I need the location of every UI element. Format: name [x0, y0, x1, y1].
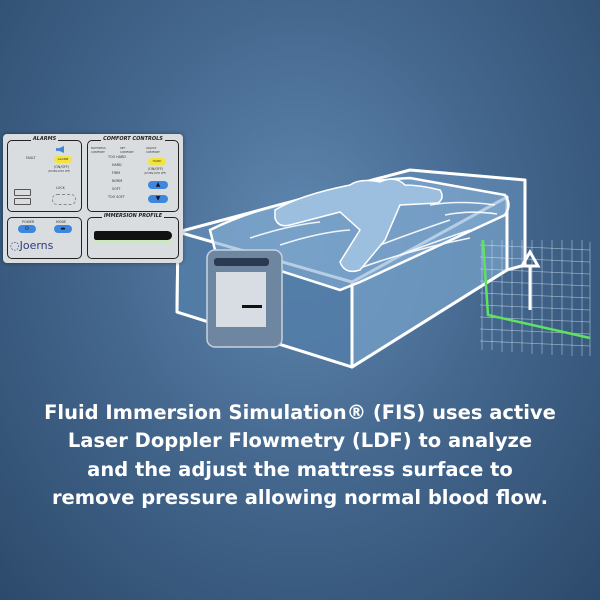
control-panel: ALARMS FAULT ALARM (ON/OFF) (30 MIN AUTO…: [3, 134, 183, 263]
level-soft: SOFT: [112, 187, 121, 191]
comfort-controls-section: COMFORT CONTROLS MATTRESS COMFORT SET CO…: [87, 136, 179, 212]
arrow-up-icon: [519, 248, 541, 310]
caption-line-2: Laser Doppler Flowmetry (LDF) to analyze: [67, 429, 533, 453]
power-button[interactable]: ⏻: [18, 225, 36, 233]
alarm-button[interactable]: ALARM: [54, 156, 72, 163]
lock-label: LOCK: [56, 186, 65, 190]
immersion-profile-section: IMMERSION PROFILE: [87, 213, 179, 259]
profile-surface: [94, 240, 172, 244]
power-label: POWER: [22, 220, 35, 224]
hard-onoff-label: (ON/OFF): [148, 167, 164, 171]
alarms-title: ALARMS: [30, 136, 59, 142]
set-comfort-label: SET COMFORT: [120, 146, 134, 154]
power-mode-section: POWER MODE ⏻ ▬ ◌Joerns: [7, 217, 82, 259]
brand-logo: Joerns: [19, 239, 54, 252]
hard-button[interactable]: HARD: [148, 158, 166, 165]
comfort-up-button[interactable]: ▲: [148, 181, 168, 189]
mattress-comfort-label: MATTRESS COMFORT: [91, 146, 106, 154]
alarm-onoff-label: (ON/OFF): [54, 165, 70, 169]
speaker-icon: [56, 146, 64, 153]
level-norm: NORM: [112, 179, 123, 183]
hard-note: (30 MIN AUTO OFF): [144, 172, 167, 175]
alarm-note: (30 MIN AUTO OFF): [48, 170, 71, 173]
lock-button[interactable]: [52, 194, 76, 205]
battery-icon: [14, 189, 31, 196]
immersion-title: IMMERSION PROFILE: [101, 213, 165, 219]
comfort-title: COMFORT CONTROLS: [101, 136, 165, 142]
comfort-down-button[interactable]: ▼: [148, 195, 168, 203]
alarms-section: ALARMS FAULT ALARM (ON/OFF) (30 MIN AUTO…: [7, 136, 82, 212]
level-firm: FIRM: [112, 171, 121, 175]
fault-label: FAULT: [26, 156, 36, 160]
bed-status-icon: [14, 198, 31, 205]
adjust-comfort-label: ADJUST COMFORT: [146, 146, 160, 154]
blood-flow-graph: [479, 239, 591, 356]
control-unit: [206, 249, 283, 348]
caption-line-3: and the adjust the mattress surface to: [87, 457, 513, 481]
mode-label: MODE: [56, 220, 67, 224]
caption-line-1: Fluid Immersion Simulation® (FIS) uses a…: [44, 401, 556, 424]
caption-line-4: remove pressure allowing normal blood fl…: [51, 485, 549, 509]
patient-silhouette: [274, 178, 443, 273]
joerns-logo-icon: ◌: [10, 239, 20, 252]
level-too-soft: TOO SOFT: [108, 195, 125, 199]
body-profile-icon: [94, 231, 172, 240]
mode-button[interactable]: ▬: [54, 225, 72, 233]
level-hard: HARD: [112, 163, 122, 167]
flow-trend-line: [481, 239, 591, 340]
level-too-hard: TOO HARD: [108, 155, 126, 159]
caption: Fluid Immersion Simulation® (FIS) uses a…: [0, 399, 600, 512]
